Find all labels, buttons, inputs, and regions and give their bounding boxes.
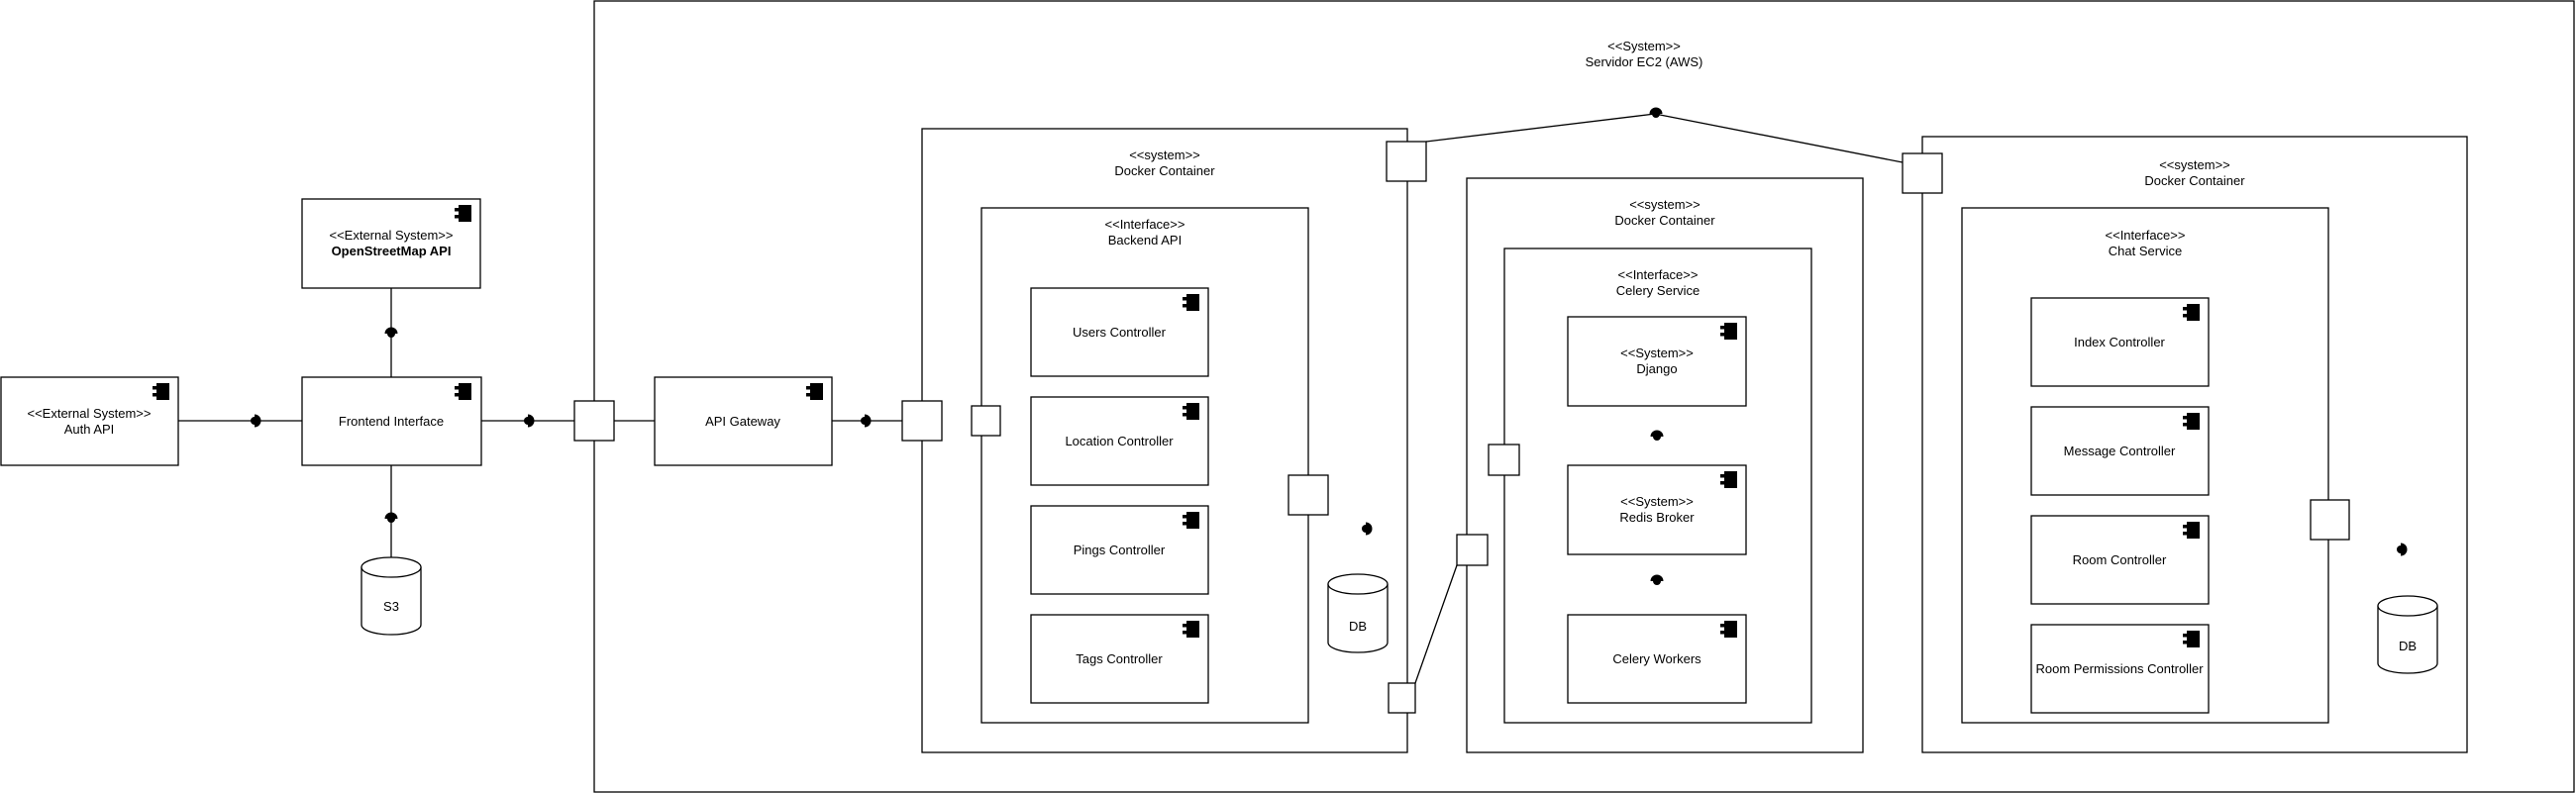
backend-db-port: [1388, 682, 1416, 714]
chat-container-stereotype: <<system>>: [2159, 157, 2230, 172]
backend-aws-link-port: [1386, 141, 1427, 182]
celery-container-title: Docker Container: [1614, 213, 1715, 228]
api-gateway-name: API Gateway: [705, 414, 780, 429]
django-component[interactable]: <<System>> Django: [1567, 316, 1747, 407]
chat-db-icon[interactable]: DB: [2377, 595, 2438, 674]
index-controller-label: Index Controller: [2074, 335, 2165, 349]
aws-server-title: Servidor EC2 (AWS): [1586, 54, 1703, 69]
auth-api-component[interactable]: <<External System>> Auth API: [0, 376, 179, 466]
backend-db-label: DB: [1349, 619, 1367, 634]
celery-service-port: [1488, 444, 1520, 476]
location-controller-label: Location Controller: [1065, 434, 1174, 448]
chat-container-port: [1902, 152, 1943, 194]
frontend-interface-component[interactable]: Frontend Interface: [301, 376, 482, 466]
users-controller-component[interactable]: Users Controller: [1030, 287, 1209, 377]
backend-api-title: Backend API: [1108, 233, 1182, 248]
tags-controller-component[interactable]: Tags Controller: [1030, 614, 1209, 704]
s3-database-icon[interactable]: S3: [361, 556, 422, 636]
backend-container-port: [901, 400, 943, 442]
chat-service-title: Chat Service: [2109, 244, 2182, 258]
redis-name: Redis Broker: [1619, 510, 1695, 525]
celery-service-title: Celery Service: [1616, 283, 1700, 298]
message-controller-label: Message Controller: [2064, 444, 2176, 458]
index-controller-component[interactable]: Index Controller: [2030, 297, 2210, 387]
location-controller-component[interactable]: Location Controller: [1030, 396, 1209, 486]
celery-container-stereotype: <<system>>: [1629, 197, 1700, 212]
celery-workers-component[interactable]: Celery Workers: [1567, 614, 1747, 704]
chat-hub-port: [2310, 499, 2350, 541]
chat-service-stereotype: <<Interface>>: [2106, 228, 2186, 243]
interface-icon: [251, 414, 261, 428]
osm-api-stereotype: <<External System>>: [329, 228, 453, 243]
backend-container-title: Docker Container: [1114, 163, 1215, 178]
osm-api-name: OpenStreetMap API: [332, 244, 452, 258]
aws-server-stereotype: <<System>>: [1607, 39, 1681, 53]
backend-hub-port: [1288, 474, 1329, 516]
openstreetmap-api-component[interactable]: <<External System>> OpenStreetMap API: [301, 198, 481, 289]
celery-container-port: [1456, 534, 1489, 566]
api-gateway-component[interactable]: API Gateway: [654, 376, 833, 466]
users-controller-label: Users Controller: [1073, 325, 1167, 340]
pings-controller-component[interactable]: Pings Controller: [1030, 505, 1209, 595]
auth-api-stereotype: <<External System>>: [27, 406, 151, 421]
backend-api-stereotype: <<Interface>>: [1105, 217, 1185, 232]
backend-container-stereotype: <<system>>: [1129, 148, 1200, 162]
backend-api-port: [971, 405, 1001, 437]
s3-label: S3: [383, 599, 399, 614]
django-stereotype: <<System>>: [1620, 346, 1694, 360]
redis-stereotype: <<System>>: [1620, 494, 1694, 509]
django-name: Django: [1636, 361, 1677, 376]
room-controller-component[interactable]: Room Controller: [2030, 515, 2210, 605]
room-permissions-controller-label: Room Permissions Controller: [2035, 661, 2204, 676]
room-permissions-controller-component[interactable]: Room Permissions Controller: [2030, 624, 2210, 714]
frontend-name: Frontend Interface: [339, 414, 444, 429]
interface-icon: [384, 327, 398, 338]
pings-controller-label: Pings Controller: [1074, 543, 1166, 557]
interface-icon: [384, 512, 398, 523]
server-entry-port: [573, 400, 615, 442]
tags-controller-label: Tags Controller: [1076, 651, 1163, 666]
celery-service-stereotype: <<Interface>>: [1618, 267, 1699, 282]
celery-workers-name: Celery Workers: [1612, 651, 1701, 666]
room-controller-label: Room Controller: [2073, 552, 2167, 567]
interface-icon: [524, 414, 535, 428]
message-controller-component[interactable]: Message Controller: [2030, 406, 2210, 496]
redis-broker-component[interactable]: <<System>> Redis Broker: [1567, 464, 1747, 555]
backend-db-icon[interactable]: DB: [1327, 573, 1389, 653]
chat-db-label: DB: [2399, 639, 2417, 653]
chat-container-title: Docker Container: [2144, 173, 2245, 188]
auth-api-name: Auth API: [64, 422, 115, 437]
